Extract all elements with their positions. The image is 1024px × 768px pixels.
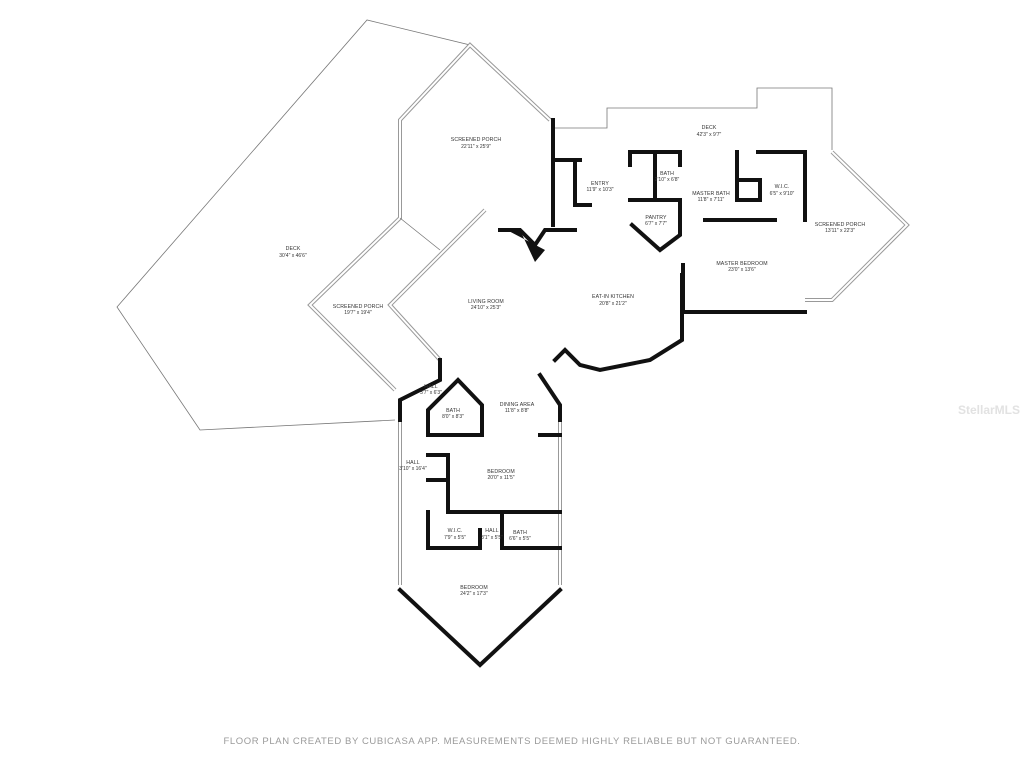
room-name: PANTRY — [645, 215, 667, 221]
room-dims: 7'9" x 5'5" — [444, 535, 466, 541]
room-name: W.I.C. — [448, 528, 463, 534]
room-dims: 8'0" x 8'3" — [442, 414, 464, 420]
room-name: BATH — [660, 171, 674, 177]
room-dims: 24'2" x 17'3" — [460, 591, 488, 597]
room-labels: DECK 42'3" x 9'7" SCREENED PORCH 22'11" … — [279, 125, 865, 597]
room-dims: 23'0" x 13'6" — [728, 267, 756, 273]
room-dims: 42'3" x 9'7" — [697, 132, 722, 138]
room-name: BEDROOM — [460, 585, 488, 591]
room-dims: 6'5" x 9'10" — [770, 191, 795, 197]
room-dims: 11'8" x 7'11" — [698, 197, 725, 203]
room-dims: 20'8" x 21'2" — [599, 301, 627, 307]
room-dims: 24'10" x 25'3" — [471, 305, 501, 311]
room-name: SCREENED PORCH — [451, 137, 502, 143]
room-name: HALL — [424, 384, 437, 390]
room-name: HALL — [406, 460, 419, 466]
room-name: BATH — [446, 408, 460, 414]
room-dims: 3'7" x 6'3" — [420, 390, 442, 396]
room-name: SCREENED PORCH — [333, 304, 384, 310]
room-name: ENTRY — [591, 181, 609, 187]
room-name: MASTER BATH — [692, 191, 730, 197]
room-dims: 6'6" x 5'5" — [509, 536, 531, 542]
fireplace-icon — [503, 228, 545, 262]
room-name: DECK — [702, 125, 717, 131]
room-name: DECK — [286, 246, 301, 252]
screened-walls — [307, 42, 910, 585]
footer-disclaimer: FLOOR PLAN CREATED BY CUBICASA APP. MEAS… — [223, 736, 801, 747]
room-dims: 22'11" x 25'9" — [461, 144, 491, 150]
room-dims: 2'10" x 6'8" — [655, 177, 680, 183]
room-dims: 13'11" x 22'3" — [825, 228, 855, 234]
room-dims: 30'4" x 46'6" — [279, 253, 307, 259]
room-dims: 11'8" x 8'8" — [505, 408, 529, 414]
room-name: W.I.C. — [775, 184, 790, 190]
room-dims: 6'7" x 7'7" — [645, 221, 667, 227]
room-name: LIVING ROOM — [468, 299, 504, 305]
room-name: DINING AREA — [500, 402, 535, 408]
room-name: MASTER BEDROOM — [716, 261, 767, 267]
room-dims: 19'7" x 19'4" — [344, 310, 372, 316]
deck-outlines — [116, 19, 833, 431]
room-name: BATH — [513, 530, 527, 536]
room-name: SCREENED PORCH — [815, 222, 866, 228]
room-dims: 3'10" x 16'4" — [399, 466, 427, 472]
room-dims: 3'1" x 5'5" — [481, 535, 503, 541]
watermark: StellarMLS — [958, 403, 1021, 417]
room-dims: 20'0" x 11'5" — [487, 475, 514, 481]
room-name: BEDROOM — [487, 469, 515, 475]
room-dims: 11'9" x 10'3" — [586, 187, 613, 193]
walls — [397, 118, 807, 668]
room-name: HALL — [485, 528, 498, 534]
room-name: EAT-IN KITCHEN — [592, 294, 634, 300]
